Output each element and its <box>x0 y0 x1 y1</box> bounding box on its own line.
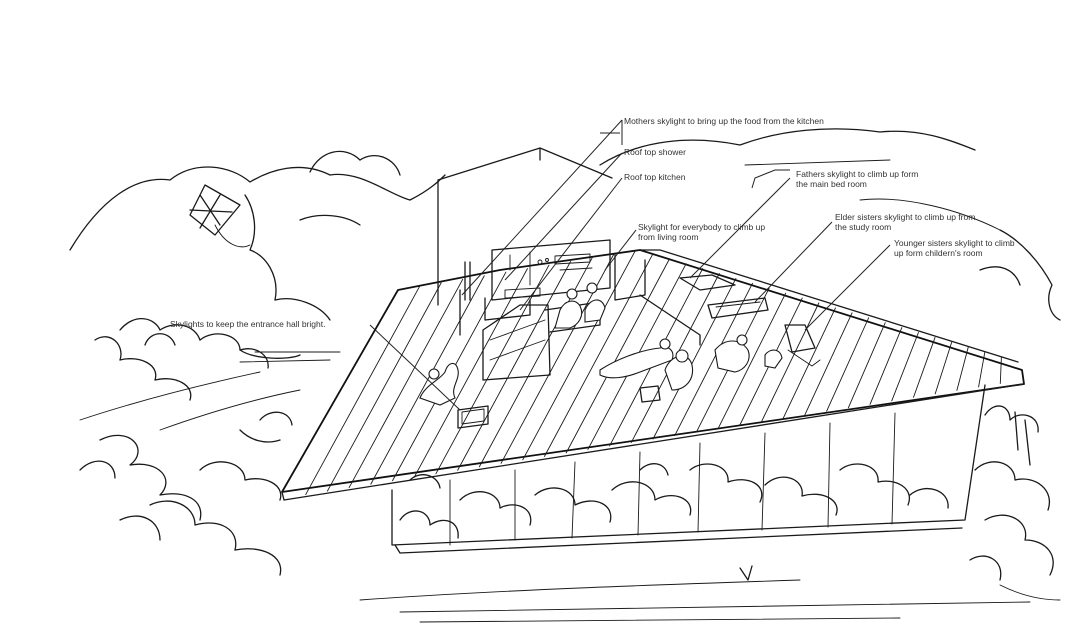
roof-plank <box>782 307 836 419</box>
roof-plank <box>826 317 870 412</box>
label-everybody-skylight: Skylight for everybody to climb up from … <box>638 222 765 242</box>
roof-plank <box>869 327 903 405</box>
roof-plank <box>891 332 919 402</box>
label-fathers-line1: Fathers skylight to climb up form <box>796 169 919 179</box>
label-everybody-line1: Skylight for everybody to climb up <box>638 222 766 232</box>
skylights <box>457 274 821 429</box>
roof-plank <box>717 292 787 430</box>
background-hills <box>69 128 1061 321</box>
label-younger-line1: Younger sisters skylight to climb <box>894 238 1015 248</box>
rooftop-structures <box>459 239 611 381</box>
label-younger-sisters-skylight: Younger sisters skylight to climb up for… <box>894 238 1015 258</box>
facade <box>391 384 986 554</box>
back-wall <box>437 147 613 306</box>
label-younger-line2: up form childern's room <box>894 248 983 258</box>
leader-lines <box>369 119 891 411</box>
roof <box>281 249 1025 501</box>
label-roof-top-shower: Roof top shower <box>624 147 686 157</box>
right-foliage <box>969 405 1061 601</box>
roof-plank <box>348 278 464 489</box>
label-mothers-skylight: Mothers skylight to bring up the food fr… <box>624 116 824 126</box>
label-elder-line1: Elder sisters skylight to climb up from <box>835 212 976 222</box>
roof-plank <box>522 250 636 461</box>
windmill-doodle <box>189 184 251 248</box>
roof-plank <box>956 346 969 391</box>
roof-plank <box>305 285 421 495</box>
roof-plank <box>934 341 953 395</box>
roof-plank <box>913 336 936 398</box>
roof-plank <box>999 356 1002 384</box>
ground-lines <box>359 565 1031 623</box>
roof-plank <box>978 351 986 388</box>
label-elder-line2: the study room <box>835 222 892 232</box>
roof-plank <box>413 268 528 478</box>
roof-plank <box>544 253 654 457</box>
label-elder-sisters-skylight: Elder sisters skylight to climb up from … <box>835 212 975 232</box>
label-fathers-line2: the main bed room <box>796 179 867 189</box>
roof-plank <box>326 282 442 492</box>
roof-plank <box>804 312 853 416</box>
label-roof-top-kitchen: Roof top kitchen <box>624 172 686 182</box>
left-foliage <box>79 318 341 576</box>
roof-plank <box>565 258 670 454</box>
rooftop-people <box>419 282 783 406</box>
roof-plank <box>847 322 886 409</box>
roof-plank <box>457 261 571 471</box>
label-fathers-skylight: Fathers skylight to climb up form the ma… <box>796 169 918 189</box>
roof-plank <box>652 277 737 440</box>
roof-plank <box>761 302 820 423</box>
label-entrance-skylights: Skylights to keep the entrance hall brig… <box>170 319 326 329</box>
label-everybody-line2: from living room <box>638 232 699 242</box>
roof-plank <box>674 282 753 436</box>
